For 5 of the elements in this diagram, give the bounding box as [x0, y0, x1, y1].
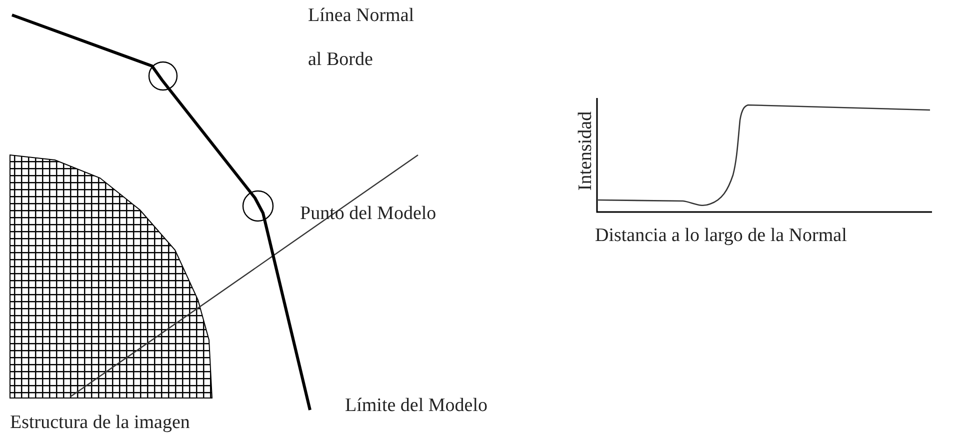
- label-text: Línea Normal al Borde: [308, 4, 416, 72]
- label-text: Límite del Modelo: [345, 395, 488, 417]
- label-text: Estructura de la imagen: [10, 412, 190, 434]
- axis-label: Intensidad: [575, 110, 597, 193]
- axis-label: Distancia a lo largo de la Normal: [595, 225, 847, 247]
